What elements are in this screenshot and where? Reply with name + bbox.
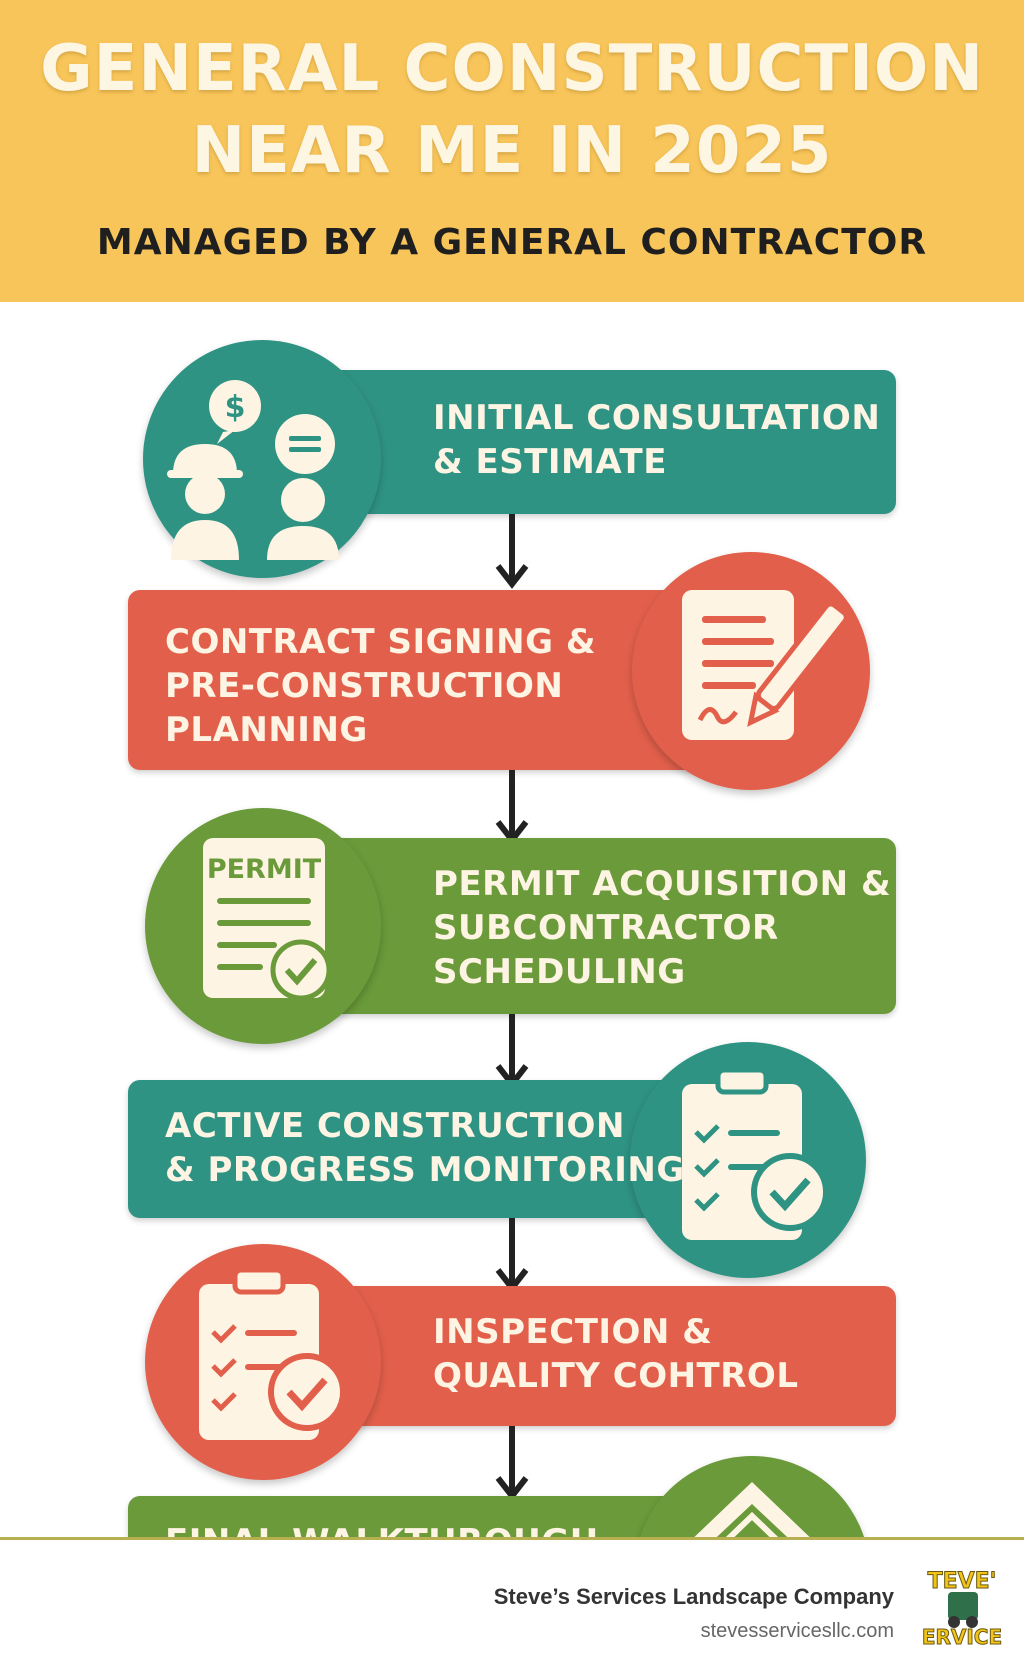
logo-text-top: TEVE' — [928, 1569, 997, 1594]
step-6-label: FINAL WALKTHROUGH — [165, 1520, 599, 1537]
step-5-bar — [300, 1286, 896, 1426]
step-2-label: CONTRACT SIGNING & PRE-CONSTRUCTION PLAN… — [165, 622, 596, 750]
step-4-circle — [630, 1042, 866, 1278]
step-3-circle: PERMIT — [145, 808, 381, 1044]
step-2-circle — [632, 552, 870, 790]
step-4-label: ACTIVE CONSTRUCTION & PROGRESS MONITORIN… — [165, 1106, 685, 1190]
process-flow: $ INITIAL CONSULTATION & ESTIMATE — [0, 302, 1024, 1537]
clipboard-check-icon — [199, 1267, 346, 1440]
company-name: Steve’s Services Landscape Company — [493, 1584, 894, 1609]
arrow-1-icon — [495, 514, 529, 589]
arrow-5-icon — [495, 1426, 529, 1501]
title-line-2: NEAR ME IN 2025 — [191, 114, 833, 188]
consultation-icon: $ — [167, 380, 339, 560]
permit-icon-text: PERMIT — [207, 854, 322, 885]
clipboard-check-icon — [682, 1067, 829, 1240]
logo-text-bottom: ERVICE — [922, 1625, 1002, 1648]
page-title: GENERAL CONSTRUCTION NEAR ME IN 2025 — [0, 28, 1024, 192]
step-1-bar — [300, 370, 896, 514]
title-line-1: GENERAL CONSTRUCTION — [40, 32, 984, 106]
svg-text:$: $ — [225, 390, 246, 425]
house-icon — [694, 1482, 810, 1537]
step-3-label: PERMIT ACQUISITION & SUBCONTRACTOR SCHED… — [433, 864, 892, 992]
company-website[interactable]: stevesservicesllc.com — [700, 1620, 894, 1642]
permit-icon: PERMIT — [203, 838, 332, 1001]
page-subtitle: MANAGED BY A GENERAL CONTRACTOR — [96, 222, 928, 263]
step-3-bar — [300, 838, 896, 1014]
step-5-circle — [145, 1244, 381, 1480]
header-banner: GENERAL CONSTRUCTION NEAR ME IN 2025 MAN… — [0, 0, 1024, 302]
step-6-circle — [634, 1456, 870, 1537]
step-1-label: INITIAL CONSULTATION & ESTIMATE — [433, 398, 881, 482]
footer: Steve’s Services Landscape Company steve… — [0, 1537, 1024, 1669]
company-logo: TEVE' ERVICE — [918, 1566, 1006, 1648]
step-1-circle: $ — [143, 340, 381, 578]
contract-sign-icon — [682, 590, 849, 740]
step-5-label: INSPECTION & QUALITY COHTROL — [433, 1312, 799, 1396]
